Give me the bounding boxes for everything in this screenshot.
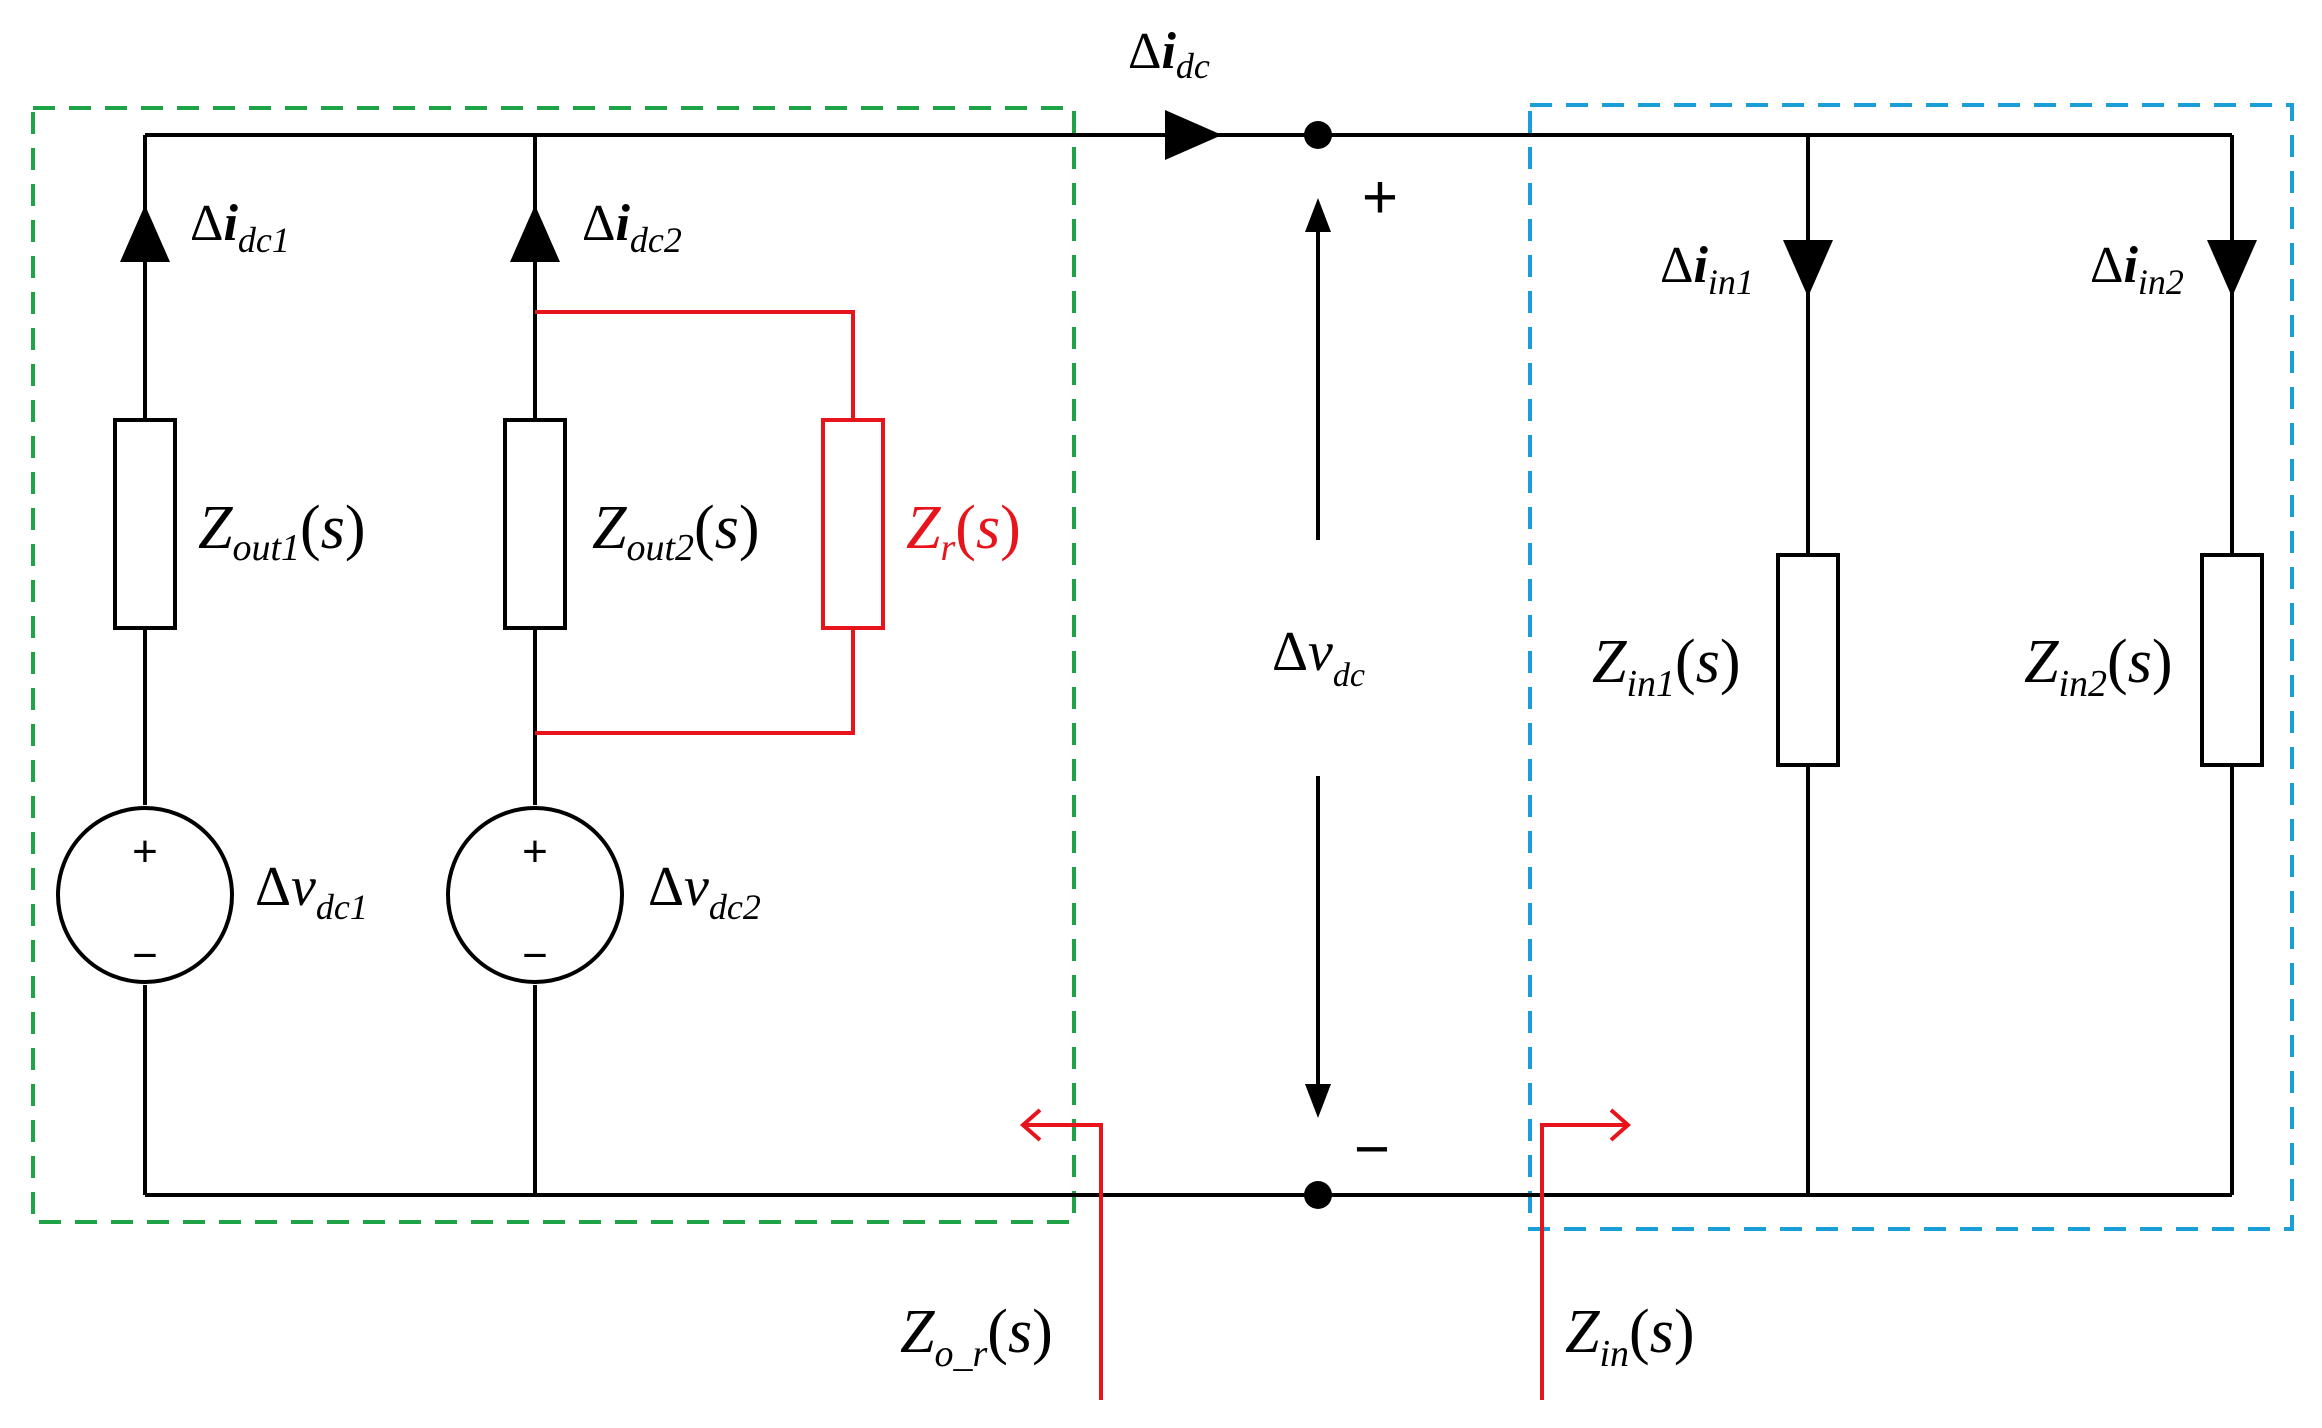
i-dc-arrow: [1165, 110, 1222, 160]
i-in2-arrow: [2207, 240, 2257, 297]
v-dc-down-arrowhead: [1305, 1084, 1331, 1118]
z-o-r-label: Zo_r(s): [900, 1298, 1053, 1375]
i-in1-arrow: [1783, 240, 1833, 297]
i-dc2-label: Δidc2: [582, 195, 682, 260]
source-group-box: [31, 106, 1076, 1224]
z-in-label: Zin(s): [1565, 1298, 1695, 1375]
terminal-minus-sign: −: [1354, 1115, 1390, 1184]
source1-circle: [56, 806, 234, 984]
z-out1-resistor: [113, 418, 177, 630]
z-in2-label: Zin2(s): [2024, 628, 2173, 705]
i-dc-label: Δidc: [1128, 23, 1210, 86]
source2-minus-sign: −: [522, 931, 548, 980]
i-in1-label: Δiin1: [1660, 237, 1754, 302]
source2-circle: [446, 806, 624, 984]
i-dc2-arrow: [510, 205, 560, 262]
source1-plus-sign: +: [132, 827, 158, 876]
z-out2-resistor: [503, 418, 567, 630]
v-dc-up-arrowhead: [1305, 198, 1331, 232]
v-dc-label: Δvdc: [1272, 621, 1365, 694]
z-in1-resistor: [1776, 553, 1840, 767]
v-dc1-label: Δvdc1: [255, 856, 368, 927]
z-in-looking-arrow: [1540, 1108, 1632, 1400]
i-dc1-label: Δidc1: [190, 195, 290, 260]
bottom-terminal: [1304, 1181, 1332, 1209]
z-out1-label: Zout1(s): [198, 494, 366, 569]
z-o-r-looking-arrow: [1019, 1108, 1103, 1400]
i-dc1-arrow: [120, 205, 170, 262]
v-dc2-label: Δvdc2: [648, 856, 761, 927]
z-in2-resistor: [2200, 553, 2264, 767]
source2-plus-sign: +: [522, 827, 548, 876]
top-terminal: [1304, 121, 1332, 149]
z-out2-label: Zout2(s): [592, 494, 760, 569]
load-group-box: [1528, 103, 2294, 1231]
i-in2-label: Δiin2: [2090, 237, 2184, 302]
source1-minus-sign: −: [132, 931, 158, 980]
zr-wire: [535, 310, 855, 735]
z-r-label: Zr(s): [906, 494, 1021, 569]
terminal-plus-sign: +: [1362, 163, 1398, 232]
z-r-resistor: [821, 418, 885, 630]
z-in1-label: Zin1(s): [1592, 628, 1741, 705]
